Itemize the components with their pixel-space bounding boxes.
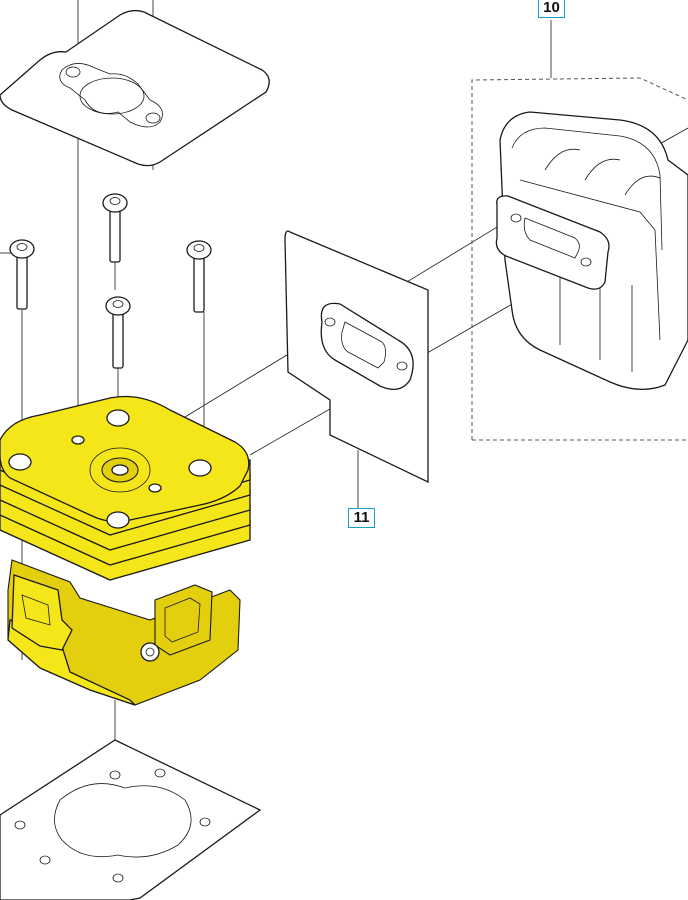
base-gasket [0, 739, 262, 900]
muffler [495, 111, 688, 390]
muffler-group-box [471, 77, 688, 440]
screw-left [9, 239, 35, 310]
screw-upper [102, 193, 128, 263]
cylinder [0, 395, 251, 706]
top-gasket [0, 9, 270, 167]
callout-10: 10 [538, 0, 565, 18]
screw-middle [105, 296, 131, 369]
muffler-gasket [284, 230, 429, 484]
callout-11: 11 [348, 508, 375, 528]
screw-right [186, 240, 212, 313]
